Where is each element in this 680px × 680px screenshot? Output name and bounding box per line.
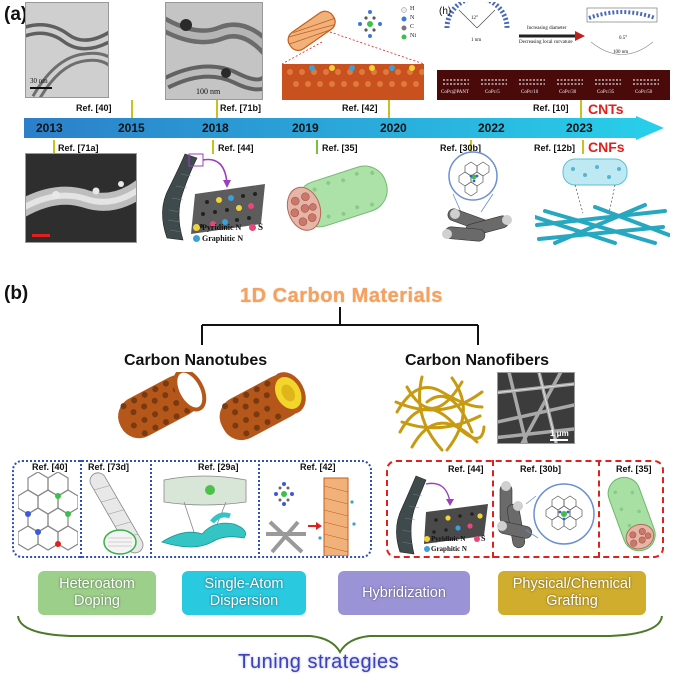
ref-label-42-b: Ref. [42] (300, 462, 336, 472)
inset-angle-05: 0.5° (619, 36, 627, 41)
inset-1nm: 1 nm (471, 38, 481, 43)
fiber-bundle-ref30b (425, 150, 525, 245)
cnf-box-divider (598, 460, 600, 558)
scale-bar-30nm: 30 nm (30, 77, 48, 85)
single-atom-ref29a (154, 472, 256, 556)
legend-pyridinic-n: Pyridinic N (202, 223, 241, 232)
legend-graphitic-n-b: Graphitic N (431, 545, 467, 553)
timeline-tick (582, 140, 584, 154)
ref-label-40-b: Ref. [40] (32, 462, 68, 472)
nanofiber-tangle-model (392, 372, 487, 452)
nanofiber-sem-image: 1 μm (497, 372, 575, 444)
strategies-brace (10, 614, 670, 654)
strip-label-1: CoPc@PANT (441, 90, 469, 95)
ref-label-35-b: Ref. [35] (616, 464, 652, 474)
panel-b-label: (b) (4, 283, 28, 305)
year-2023: 2023 (566, 121, 593, 135)
strip-label-2: CoPc/5 (485, 90, 500, 95)
strip-label-3: CoPc/10 (521, 90, 538, 95)
atom-legend-c: C (410, 24, 414, 30)
nanotube-model-core-shell (210, 372, 310, 444)
ref-label-29a: Ref. [29a] (198, 462, 239, 472)
year-2013: 2013 (36, 121, 63, 135)
nanotube-model-ref42: H N C Ni (282, 2, 424, 100)
year-2015: 2015 (118, 121, 145, 135)
doped-nanotube-ref44-b: Pyridinic N S Graphitic N (390, 472, 490, 556)
year-2018: 2018 (202, 121, 229, 135)
fiber-network-ref12b (535, 155, 670, 245)
timeline-tick (316, 140, 318, 154)
cnf-box-divider (492, 460, 494, 558)
hybrid-nanotube-ref42 (262, 472, 368, 556)
inset-angle-12: 12° (471, 16, 478, 21)
ref-label-73d: Ref. [73d] (88, 462, 129, 472)
strip-label-6: CoPc/50 (635, 90, 652, 95)
cnts-label: CNTs (588, 101, 624, 117)
cnt-box-divider (80, 460, 82, 558)
inset-h-label: (h) (439, 6, 451, 17)
cnt-box-divider (150, 460, 152, 558)
tem-image-ref40: 30 nm (25, 2, 109, 98)
legend-graphitic-n: Graphitic N (202, 234, 243, 243)
cnf-section-title: Carbon Nanofibers (405, 352, 549, 370)
inset-diameter-text: Increasing diameter (527, 26, 567, 31)
legend-s-dot (249, 224, 256, 231)
strategy-physical-chemical-grafting: Physical/Chemical Grafting (498, 571, 646, 615)
scale-bar-1um: 1 μm (550, 429, 569, 438)
cnfs-label: CNFs (588, 139, 625, 155)
ref-label-42-top: Ref. [42] (342, 103, 378, 113)
tem-image-ref71b: 100 nm (165, 2, 263, 100)
timeline-tick (53, 140, 55, 154)
diagram-title: 1D Carbon Materials (240, 285, 443, 308)
tuning-strategies-label: Tuning strategies (238, 651, 399, 674)
cnt-diameter-inset: (h) 1 nm 12° Increasing diameter Decreas… (437, 2, 670, 100)
nanotube-ref73d (84, 472, 148, 556)
strip-label-5: CoPc/35 (597, 90, 614, 95)
legend-graphitic-dot (424, 546, 430, 552)
atom-legend-ni: Ni (410, 33, 416, 39)
doped-nanotube-ref44: Pyridinic N S Graphitic N (155, 150, 270, 245)
ref-label-35-top: Ref. [35] (322, 143, 358, 153)
legend-s-b: S (481, 534, 485, 543)
cnt-box-divider (258, 460, 260, 558)
cnt-section-title: Carbon Nanotubes (124, 352, 267, 370)
legend-pyridinic-dot (424, 536, 430, 542)
inset-100nm: 100 nm (613, 50, 628, 55)
panel-a-label: (a) (4, 4, 27, 26)
doped-lattice-ref40 (18, 472, 78, 556)
strategy-single-atom-dispersion: Single-Atom Dispersion (182, 571, 306, 615)
nanotube-model-orange (108, 372, 208, 442)
ref-label-30b-b: Ref. [30b] (520, 464, 561, 474)
ref-label-71a: Ref. [71a] (58, 143, 99, 153)
atom-legend-n: N (410, 15, 414, 21)
ref-label-12b: Ref. [12b] (534, 143, 575, 153)
legend-s: S (258, 222, 263, 232)
strategy-hybridization: Hybridization (338, 571, 470, 615)
inset-curvature-text: Decreasing local curvature (519, 40, 573, 45)
atom-legend-h: H (410, 6, 414, 12)
fiber-bundle-ref30b-b (496, 474, 596, 556)
ref-label-40-top: Ref. [40] (76, 103, 112, 113)
scale-bar-100nm: 100 nm (196, 87, 220, 96)
legend-pyridinic-n-b: Pyridinic N (431, 535, 465, 543)
legend-pyridinic-dot (193, 224, 200, 231)
ref-label-71b: Ref. [71b] (220, 103, 261, 113)
legend-graphitic-dot (193, 235, 200, 242)
year-2019: 2019 (292, 121, 319, 135)
hybrid-fiber-ref35-b (602, 474, 662, 556)
strategy-heteroatom-doping: Heteroatom Doping (38, 571, 156, 615)
strip-label-4: CoPc/30 (559, 90, 576, 95)
ref-label-10: Ref. [10] (533, 103, 569, 113)
sem-image-ref71a (25, 153, 137, 243)
year-2022: 2022 (478, 121, 505, 135)
year-2020: 2020 (380, 121, 407, 135)
hybrid-fiber-ref35 (278, 153, 396, 241)
tree-connector (190, 307, 490, 347)
legend-s-dot (474, 536, 480, 542)
